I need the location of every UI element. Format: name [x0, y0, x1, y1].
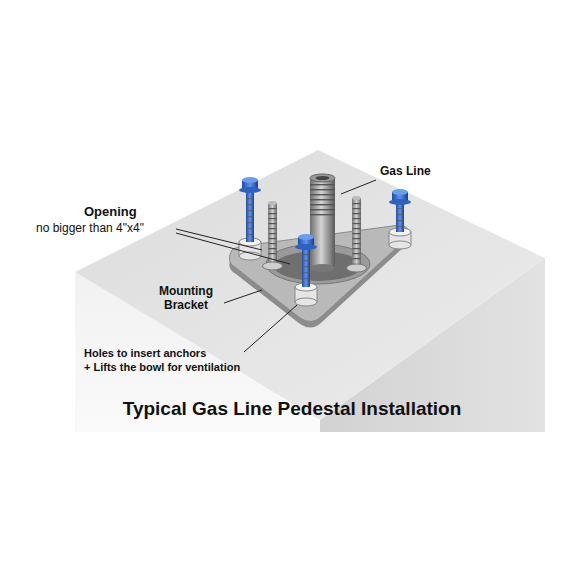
dimension-note: no bigger than 4"x4"	[36, 221, 144, 235]
anchor-bolt	[389, 189, 411, 249]
leader-line	[244, 305, 297, 352]
part-label: Opening	[84, 204, 137, 220]
leader-line	[176, 229, 262, 250]
note-label: + Lifts the bowl for ventilation	[84, 361, 240, 374]
leader-line	[176, 233, 290, 264]
note-label: Holes to insert anchors	[84, 347, 206, 360]
part-label: Gas Line	[380, 164, 431, 178]
threaded-rod	[347, 196, 367, 272]
pedestal-top-face	[75, 150, 545, 420]
diagram-title: Typical Gas Line Pedestal Installation	[123, 398, 462, 421]
anchor-bolt	[295, 234, 317, 306]
leader-line	[341, 180, 376, 194]
gas-line-pipe	[310, 174, 335, 272]
part-label: Mounting Bracket	[150, 284, 222, 313]
leader-line	[224, 290, 262, 303]
leader-lines	[176, 180, 376, 352]
